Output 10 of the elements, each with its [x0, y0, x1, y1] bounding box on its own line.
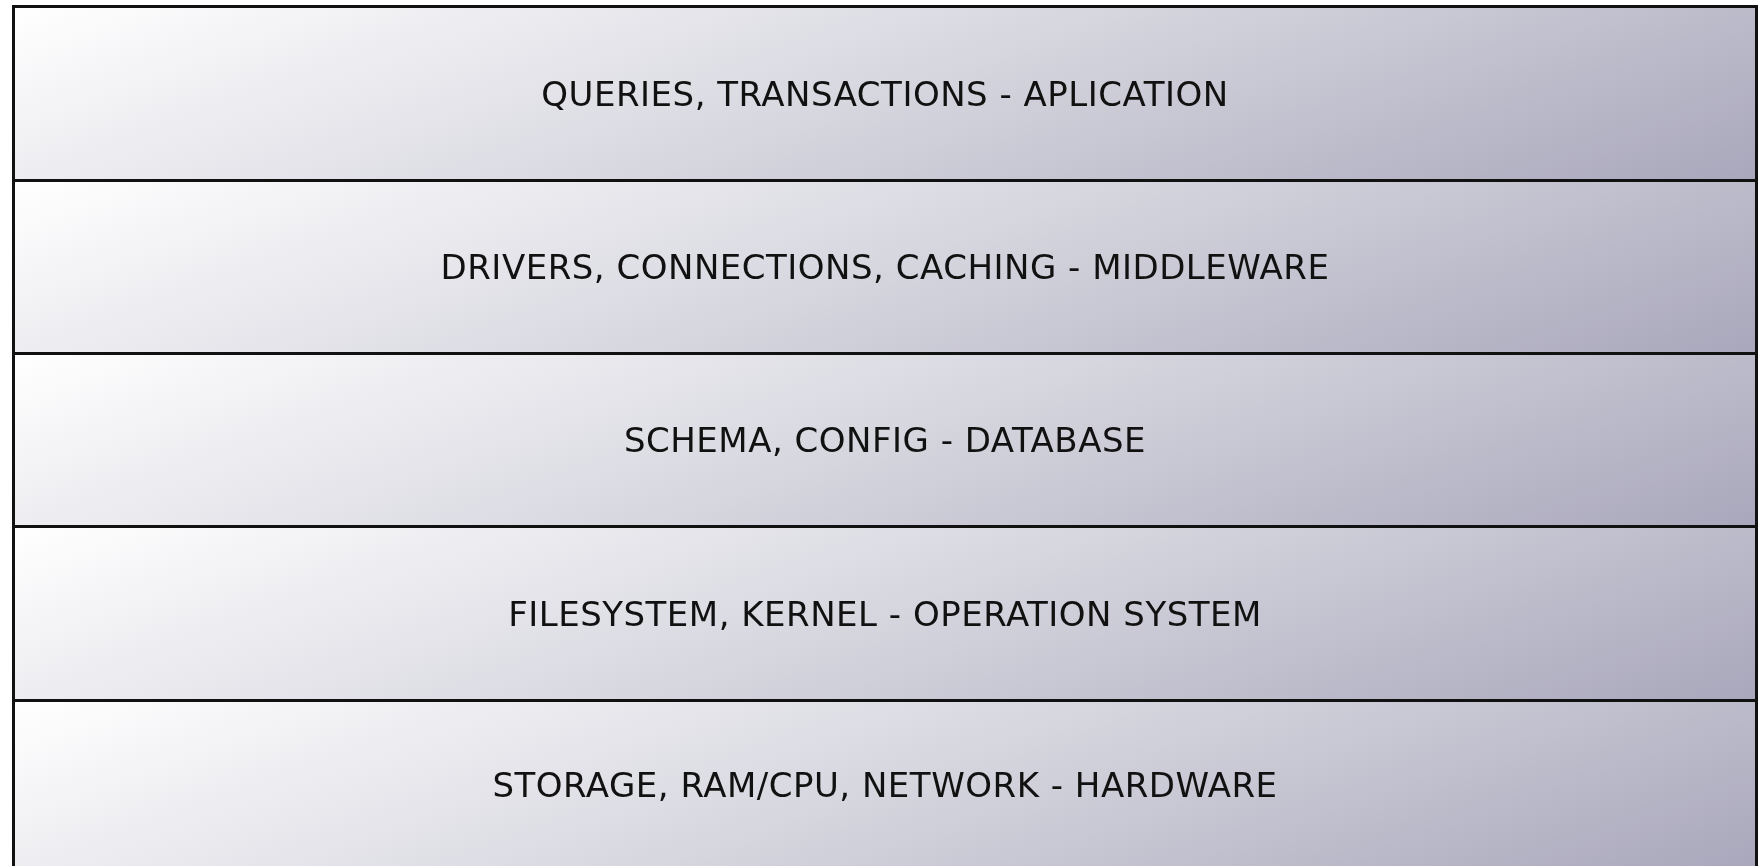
layer-band: [12, 352, 1758, 528]
layer-label: STORAGE, RAM/CPU, NETWORK - HARDWARE: [492, 765, 1278, 805]
layer-band: [12, 699, 1758, 866]
layer-label: FILESYSTEM, KERNEL - OPERATION SYSTEM: [508, 593, 1262, 634]
layer-label: QUERIES, TRANSACTIONS - APLICATION: [541, 73, 1229, 114]
layer-label: DRIVERS, CONNECTIONS, CACHING - MIDDLEWARE: [440, 247, 1330, 287]
layer-label: SCHEMA, CONFIG - DATABASE: [623, 420, 1147, 460]
layer-band: [12, 5, 1758, 182]
layer-band: [12, 525, 1758, 702]
layer-band: [12, 179, 1758, 355]
